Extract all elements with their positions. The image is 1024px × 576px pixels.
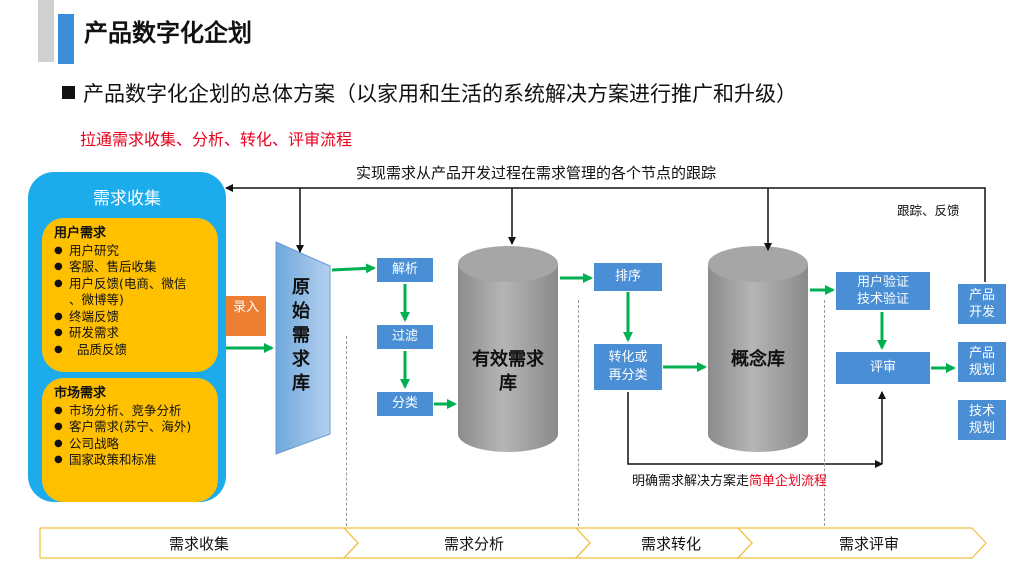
raw-db-shape: [275, 241, 331, 455]
stage-divider: [578, 300, 579, 526]
simple-flow-text: 明确需求解决方案走: [632, 474, 750, 489]
page-title: 产品数字化企划: [84, 19, 252, 47]
simple-flow-highlight: 简单企划流程: [749, 474, 828, 489]
review-step: 评审: [836, 352, 930, 384]
list-item: 、微博等): [69, 292, 124, 307]
simple-flow-arrow: [627, 392, 883, 468]
product-planning-box: 产品 规划: [958, 342, 1006, 382]
raw-db-char: 库: [292, 373, 310, 394]
raw-db-char: 原: [292, 277, 310, 298]
feedback-caption: 跟踪、反馈: [897, 203, 960, 218]
process-note: 拉通需求收集、分析、转化、评审流程: [80, 130, 353, 149]
transform-line: 转化或: [608, 350, 648, 365]
transform-step: 转化或 再分类: [594, 344, 662, 390]
output-line: 产品: [968, 346, 995, 361]
list-item: 研发需求: [54, 325, 208, 342]
arrow-to-parse: [331, 263, 376, 274]
stage-analyze: 需求分析: [443, 535, 504, 553]
valid-db-label: 有效需求 库: [458, 348, 558, 396]
bullet-square-icon: [62, 86, 75, 99]
stage-transform: 需求转化: [640, 535, 701, 553]
market-requirements-box: 市场需求 市场分析、竞争分析 客户需求(苏宁、海外) 公司战略 国家政策和标准: [42, 378, 218, 502]
list-item: 用户反馈(电商、微信: [54, 276, 208, 293]
raw-db-char: 始: [292, 301, 310, 322]
verify-line: 用户验证: [856, 275, 909, 290]
concept-db-cylinder: [708, 246, 808, 452]
output-line: 技术: [968, 404, 995, 419]
filter-step: 过滤: [377, 325, 433, 349]
stage-bar: [39, 527, 987, 559]
raw-db-label: 原 始 需 求 库: [286, 276, 316, 396]
collection-title: 需求收集: [93, 189, 161, 209]
simple-flow-caption: 明确需求解决方案走简单企划流程: [632, 470, 827, 489]
stage-divider: [824, 300, 825, 526]
list-item: 市场分析、竞争分析: [54, 403, 208, 420]
raw-db-char: 求: [292, 349, 310, 370]
header-accent-gray: [38, 0, 54, 62]
verify-step: 用户验证 技术验证: [836, 272, 930, 310]
technology-planning-box: 技术 规划: [958, 400, 1006, 440]
subtitle: 产品数字化企划的总体方案（以家用和生活的系统解决方案进行推广和升级）: [62, 78, 797, 108]
list-item: 用户研究: [54, 243, 208, 260]
user-requirements-heading: 用户需求: [54, 226, 107, 241]
stage-review: 需求评审: [838, 535, 899, 553]
header-accent-blue: [58, 14, 74, 64]
transform-line: 再分类: [608, 368, 648, 383]
concept-db-label: 概念库: [731, 349, 785, 370]
valid-db-cylinder: [458, 246, 558, 452]
user-requirements-box: 用户需求 用户研究 客服、售后收集 用户反馈(电商、微信 、微博等) 终端反馈 …: [42, 218, 218, 372]
stage-divider: [346, 336, 347, 526]
list-item: 客户需求(苏宁、海外): [54, 419, 208, 436]
list-item: 品质反馈: [54, 342, 208, 359]
product-development-box: 产品 开发: [958, 284, 1006, 324]
output-line: 产品: [968, 288, 995, 303]
list-item: 公司战略: [54, 436, 208, 453]
subtitle-text: 产品数字化企划的总体方案（以家用和生活的系统解决方案进行推广和升级）: [83, 82, 797, 106]
valid-db-label-line: 有效需求: [472, 349, 544, 370]
tracking-caption: 实现需求从产品开发过程在需求管理的各个节点的跟踪: [356, 164, 717, 182]
list-item: 终端反馈: [54, 309, 208, 326]
valid-db-label-line: 库: [499, 373, 517, 394]
sort-step: 排序: [594, 263, 662, 291]
classify-step: 分类: [377, 392, 433, 416]
output-line: 规划: [968, 363, 995, 378]
entry-label: 录入: [226, 296, 266, 336]
list-item: 国家政策和标准: [54, 452, 208, 469]
parse-step: 解析: [377, 258, 433, 282]
verify-line: 技术验证: [856, 292, 909, 307]
feedback-arrow: [225, 184, 986, 282]
output-line: 规划: [968, 421, 995, 436]
raw-db-char: 需: [292, 325, 310, 346]
stage-collect: 需求收集: [168, 535, 229, 553]
list-item: 客服、售后收集: [54, 259, 208, 276]
output-line: 开发: [968, 305, 995, 320]
market-requirements-heading: 市场需求: [54, 386, 107, 401]
